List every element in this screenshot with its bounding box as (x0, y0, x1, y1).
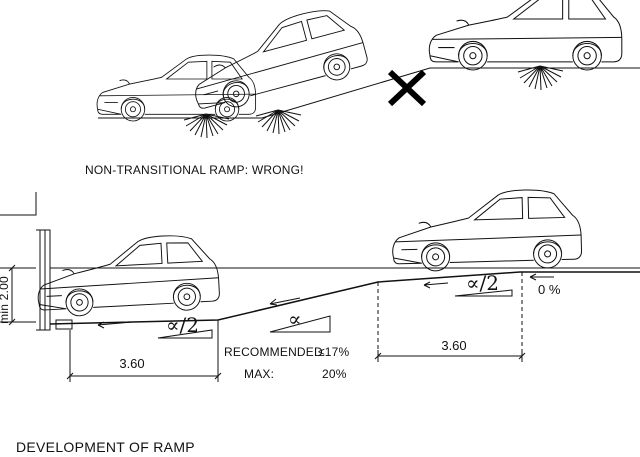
dim-left-label: 3.60 (119, 356, 144, 371)
dim-right-ticks (374, 352, 526, 360)
slope-wedge-right (454, 289, 513, 297)
height-dimension (0, 267, 36, 323)
scrape-burst-icon (255, 109, 302, 135)
dim-left-ticks (66, 372, 222, 380)
height-label: min 2.00 (0, 276, 11, 324)
height-ticks (8, 264, 16, 326)
slope-full: ∝ (288, 307, 302, 331)
dim-right-label: 3.60 (441, 338, 466, 353)
wall-lower (36, 229, 51, 331)
recommended-label: RECOMMENDED (224, 345, 323, 359)
direction-arrow (529, 273, 554, 281)
car-lower-icon (34, 232, 221, 319)
max-label: MAX: (244, 367, 274, 381)
slope-half-right: ∝/2 (466, 271, 499, 295)
max-value: 20% (322, 367, 347, 381)
car-top-icon (428, 0, 623, 71)
direction-arrow (97, 321, 133, 329)
slope-wedge-mid (269, 315, 331, 333)
direction-arrow (269, 297, 301, 306)
ramp-development-caption: DEVELOPMENT OF RAMP (16, 439, 195, 455)
wall-outline (0, 192, 37, 216)
ramp-profile (49, 271, 640, 325)
flat-slope-label: 0 % (538, 282, 561, 297)
dim-left-lines (69, 330, 219, 382)
wrong-ramp-ground (98, 67, 640, 119)
wrong-ramp-caption: NON-TRANSITIONAL RAMP: WRONG! (85, 163, 304, 177)
car-upper-icon (390, 188, 583, 273)
car-on-ramp-icon (181, 0, 372, 118)
scrape-burst-icon (517, 65, 564, 91)
wall-hatch (39, 230, 46, 330)
wheel-stop (55, 319, 73, 330)
wrong-x-icon (387, 69, 427, 107)
ramp-development-illustration: min 2.00 ∝/2 ∝ ∝/2 0 % RECOMMENDED ≤17% … (0, 188, 640, 455)
recommended-value: ≤17% (318, 345, 350, 359)
slope-half-left: ∝/2 (166, 313, 199, 337)
wrong-ramp-illustration: NON-TRANSITIONAL RAMP: WRONG! (85, 0, 640, 177)
slope-wedge-left (157, 329, 213, 339)
direction-arrow (423, 281, 449, 289)
